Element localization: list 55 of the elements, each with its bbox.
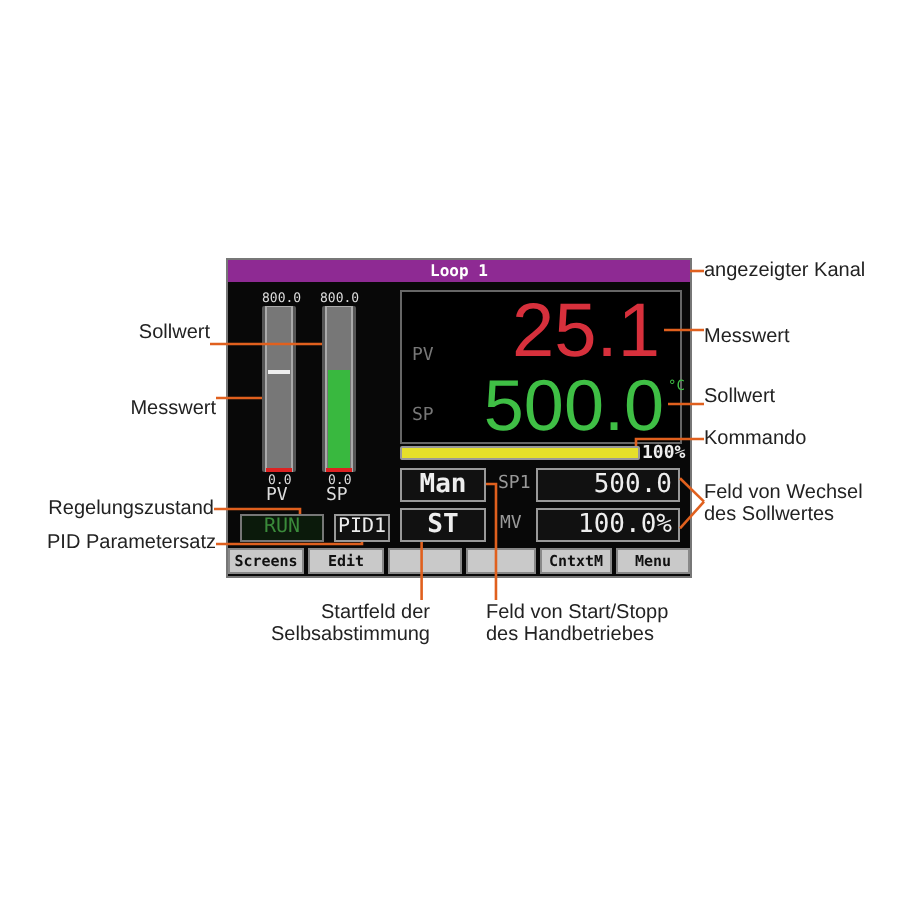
bar-gauge [262, 306, 296, 472]
annotation-text: Messwert [704, 326, 790, 348]
menu-key [466, 548, 536, 574]
menu-key [308, 548, 384, 574]
leader-line [420, 542, 423, 600]
screen-text: Man [419, 472, 467, 498]
status-field [240, 514, 324, 542]
annotation-text: Feld von Start/Stopp des Handbetriebes [486, 602, 671, 646]
screen-text: 500.0 [593, 472, 672, 498]
leader-line [679, 500, 705, 530]
screen-text: PV [412, 348, 434, 366]
leader-line [216, 396, 262, 400]
annotation-text: Messwert [130, 398, 216, 420]
scale-label: PV [266, 488, 288, 506]
leader-line [664, 328, 704, 332]
leader-line [634, 437, 704, 446]
annotation-text: PID Parametersatz [47, 532, 216, 554]
screen-text: 25.1 [512, 294, 660, 370]
screen-text: SP [412, 408, 434, 426]
leader-line [486, 482, 498, 600]
annotation-text: Sollwert [704, 386, 776, 408]
leader-line [214, 507, 302, 514]
value-field [536, 468, 680, 502]
output-bar [400, 446, 640, 460]
leader-line [216, 541, 364, 546]
value-display-panel [400, 290, 682, 444]
menu-key [540, 548, 612, 574]
unit-label: SP1 [498, 474, 531, 494]
annotation-text: Startfeld der Selbsabstimmung [269, 602, 430, 646]
bar-gauge [322, 306, 356, 472]
annotation-text: Sollwert [138, 322, 210, 344]
leader-line [679, 477, 705, 503]
unit-label: MV [500, 514, 522, 534]
scale-label: SP [326, 488, 348, 506]
screen-text: 500.0 [483, 370, 664, 442]
leader-line [668, 402, 704, 406]
screen-button [400, 508, 486, 542]
screen-text: ST [427, 512, 459, 538]
screen-text: RUN [263, 518, 301, 538]
screen-button [400, 468, 486, 502]
screen-text: 100.0% [578, 512, 672, 538]
leader-line [690, 269, 704, 273]
screen-text: PID1 [337, 518, 387, 538]
menu-key [616, 548, 690, 574]
menu-key [388, 548, 462, 574]
menu-key [228, 548, 304, 574]
leader-line [210, 342, 322, 346]
annotation-text: Regelungszustand [48, 498, 214, 520]
annotation-text: angezeigter Kanal [704, 260, 866, 282]
screen-text: Loop 1 [430, 263, 488, 279]
channel-title-bar [228, 260, 690, 282]
unit-label: 100% [642, 444, 686, 464]
annotation-text: Feld von Wechsel des Sollwertes [704, 482, 865, 526]
annotation-text: Kommando [704, 428, 807, 450]
value-field [536, 508, 680, 542]
